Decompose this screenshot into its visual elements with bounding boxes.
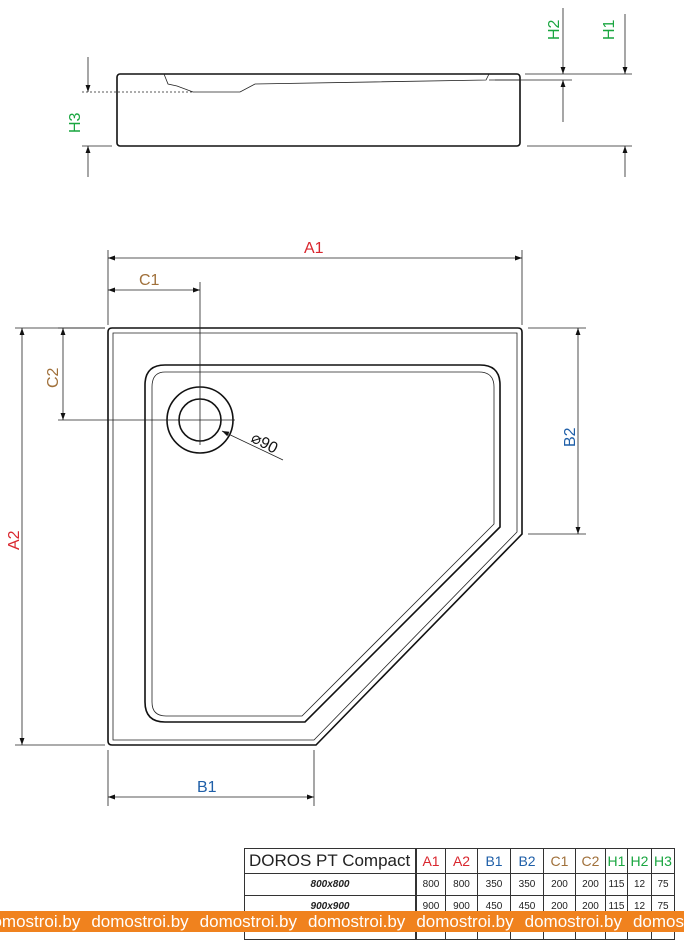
a1-label: A1 (304, 240, 324, 257)
value-cell: 75 (651, 873, 675, 896)
watermark-text: domostroi.by (91, 912, 189, 931)
header-c1: C1 (543, 848, 576, 874)
table-row: 800x800 800 800 350 350 200 200 115 12 7… (244, 873, 675, 896)
watermark-text: domostroi.by (199, 912, 297, 931)
header-h1: H1 (605, 848, 628, 874)
watermark-text: domostroi.by (416, 912, 514, 931)
value-cell: 12 (627, 873, 652, 896)
value-cell: 800 (415, 873, 446, 896)
header-a2: A2 (445, 848, 478, 874)
h3-label: H3 (67, 112, 84, 133)
model-cell: 800x800 (244, 873, 417, 896)
header-a1: A1 (415, 848, 446, 874)
watermark-text: domostroi.by (524, 912, 622, 931)
watermark-text: domostroi.by (307, 912, 406, 931)
h2-label: H2 (546, 19, 563, 40)
b1-label: B1 (197, 779, 217, 796)
a2-label: A2 (6, 530, 23, 550)
top-view: ⌀90 A1 C1 C2 A2 B2 B1 (6, 240, 586, 806)
value-cell: 200 (543, 873, 576, 896)
value-cell: 800 (445, 873, 478, 896)
header-h2: H2 (627, 848, 652, 874)
b2-label: B2 (562, 427, 579, 447)
watermark-band: domostroi.by domostroi.by domostroi.by domo… (0, 911, 684, 932)
watermark-text: domostroi.by (632, 912, 684, 931)
value-cell: 350 (510, 873, 544, 896)
table-title: DOROS PT Compact (244, 848, 417, 874)
header-b1: B1 (477, 848, 511, 874)
c1-label: C1 (139, 272, 160, 289)
side-view: H3 H2 H1 (67, 8, 632, 177)
h1-label: H1 (601, 19, 618, 40)
table-header-row: DOROS PT Compact A1 A2 B1 B2 C1 C2 H1 H2… (244, 848, 675, 874)
value-cell: 200 (575, 873, 606, 896)
value-cell: 350 (477, 873, 511, 896)
value-cell: 115 (605, 873, 628, 896)
header-b2: B2 (510, 848, 544, 874)
header-h3: H3 (651, 848, 675, 874)
c2-label: C2 (45, 367, 62, 388)
header-c2: C2 (575, 848, 606, 874)
drain-diameter-label: ⌀90 (248, 430, 280, 458)
watermark-text: domostroi.by (0, 912, 81, 931)
